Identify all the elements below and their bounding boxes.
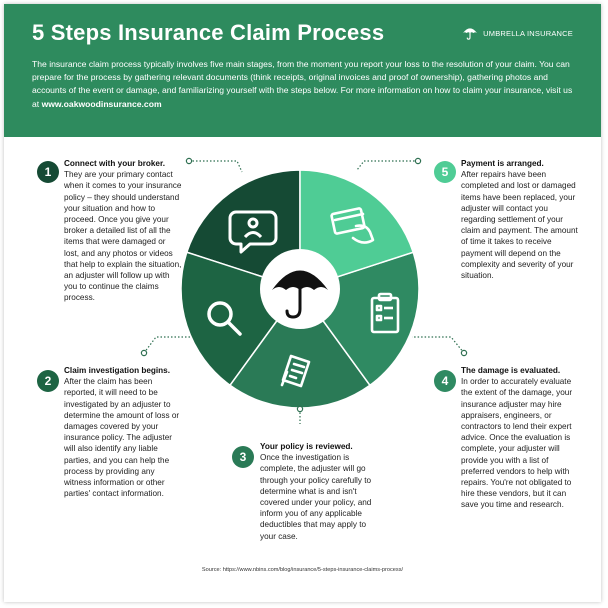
header-banner: 5 Steps Insurance Claim Process UMBRELLA… [4, 4, 601, 137]
intro-paragraph: The insurance claim process typically in… [32, 58, 577, 111]
step-2-badge: 2 [37, 370, 59, 392]
website-link[interactable]: www.oakwoodinsurance.com [41, 98, 162, 109]
step-2-text: Claim investigation begins. After the cl… [64, 365, 184, 499]
connector-step-5-dot [414, 157, 422, 165]
step-4-heading: The damage is evaluated. [461, 366, 561, 375]
step-5-heading: Payment is arranged. [461, 159, 544, 168]
step-1-text: Connect with your broker. They are your … [64, 158, 182, 304]
connector-step-4-dot [460, 349, 468, 357]
infographic-card: 5 Steps Insurance Claim Process UMBRELLA… [4, 4, 601, 602]
connector-step-4 [412, 336, 465, 354]
chat-person-icon [228, 210, 278, 254]
card-hand-icon [330, 207, 375, 244]
process-diagram [140, 157, 468, 424]
ring-segment-1 [185, 169, 301, 291]
clipboard-icon [370, 292, 400, 334]
step-3-badge: 3 [232, 446, 254, 468]
connector-step-1 [189, 160, 243, 173]
step-2-body: After the claim has been reported, it wi… [64, 377, 180, 499]
step-1-body: They are your primary contact when it co… [64, 170, 182, 303]
step-4-badge: 4 [434, 370, 456, 392]
intro-text: The insurance claim process typically in… [32, 59, 573, 109]
connector-lines [140, 157, 468, 424]
step-4-body: In order to accurately evaluate the exte… [461, 377, 573, 510]
step-3-heading: Your policy is reviewed. [260, 442, 353, 451]
step-5-badge: 5 [434, 161, 456, 183]
step-2-heading: Claim investigation begins. [64, 366, 171, 375]
step-1-heading: Connect with your broker. [64, 159, 165, 168]
step-1-badge: 1 [37, 161, 59, 183]
source-citation: Source: https://www.nbins.com/blog/insur… [201, 567, 404, 573]
umbrella-icon [272, 270, 328, 319]
brand-name: UMBRELLA INSURANCE [483, 28, 573, 38]
step-3-text: Your policy is reviewed. Once the invest… [260, 441, 380, 542]
brand-logo: UMBRELLA INSURANCE [462, 26, 573, 40]
step-4-text: The damage is evaluated. In order to acc… [461, 365, 581, 511]
step-5-text: Payment is arranged. After repairs have … [461, 158, 581, 281]
page-title: 5 Steps Insurance Claim Process [32, 20, 385, 45]
step-3-body: Once the investigation is complete, the … [260, 453, 372, 541]
magnifier-icon [207, 301, 242, 336]
step-5-body: After repairs have been completed and lo… [461, 170, 578, 281]
connector-step-1-dot [185, 157, 193, 165]
connector-step-3-dot [296, 405, 304, 413]
connector-step-2-dot [140, 349, 148, 357]
connector-step-5 [356, 160, 418, 171]
document-icon [280, 354, 311, 388]
umbrella-logo-icon [463, 28, 478, 40]
connector-step-2 [143, 336, 190, 354]
